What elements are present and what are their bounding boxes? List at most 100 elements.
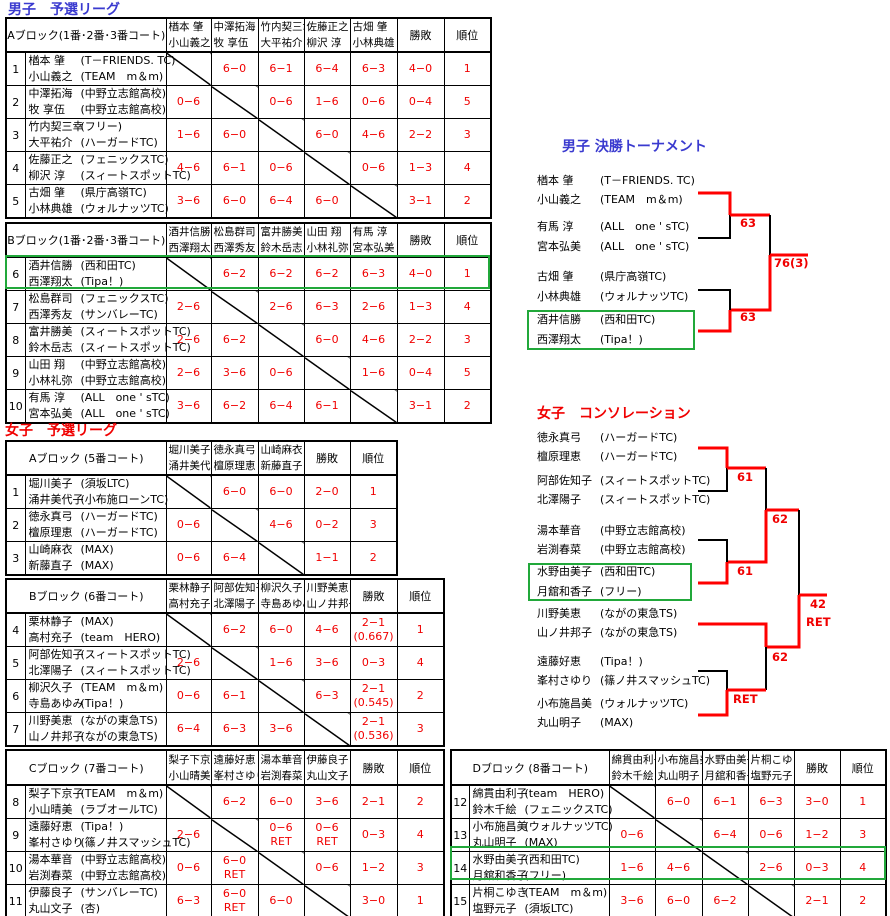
block-title: Aブロック(1番･2番･3番コート) xyxy=(5,17,167,53)
player-name: 堀川美子 xyxy=(28,477,73,490)
score: 1−6 xyxy=(269,656,293,669)
player-name: 鈴木千絵 xyxy=(472,803,517,816)
opponent-header: 中澤拓海牧 享伍 xyxy=(210,17,259,53)
club-name: (フェニックスTC) xyxy=(80,292,169,305)
player-name: 徳永真弓 xyxy=(537,431,581,444)
win-loss-cell: 4−0 xyxy=(396,51,445,86)
opponent-name: 西澤秀友 xyxy=(213,242,256,254)
player-line: 小山義之(TEAM m＆m) xyxy=(29,69,166,85)
opponent-name: 牧 享伍 xyxy=(213,37,249,49)
score: 6−0 xyxy=(315,194,339,207)
score: 6−0 xyxy=(222,62,247,75)
bracket-line xyxy=(698,215,731,239)
win-ratio: (0.536) xyxy=(353,729,394,742)
score: 6−0 xyxy=(222,194,247,207)
score: 6−2 xyxy=(222,795,247,808)
highlight-box-women-tournament xyxy=(528,563,692,601)
bracket-line xyxy=(698,446,729,468)
bracket-line xyxy=(730,255,772,312)
score: 0−6 xyxy=(361,95,386,108)
score-cell: 2−6 xyxy=(165,290,212,324)
women-tournament-title: 女子 コンソレーション xyxy=(537,406,691,422)
bracket-entry: 月舘和香子(フリー) xyxy=(537,585,642,599)
player-name: 小山晴美 xyxy=(28,803,73,816)
club-name: (Tipa！) xyxy=(80,697,124,710)
player-line: 栗林静子(MAX) xyxy=(29,614,166,630)
rank-header: 順位 xyxy=(396,749,445,786)
player-name: 湯本華音 xyxy=(537,524,581,537)
score: 1−6 xyxy=(315,95,339,108)
score: 6−4 xyxy=(713,828,737,841)
club-name: (スィートスポットTC) xyxy=(80,664,191,677)
player-line: 西澤翔太(Tipa！) xyxy=(29,274,166,290)
player-name: 楢本 肇 xyxy=(28,54,66,67)
pair-names: 佐藤正之(フェニックスTC)柳沢 淳(スィートスポットTC) xyxy=(24,151,191,185)
player-line: 有馬 淳(ALL one ' sTC) xyxy=(29,390,170,406)
club-name: (県庁高嶺TC) xyxy=(80,186,147,199)
score: 6−3 xyxy=(315,300,339,313)
pair-names: 遠藤好恵(Tipa！)峯村さゆり(篠ノ井スマッシュTC) xyxy=(24,818,191,852)
club-name: (ALL one ' sTC) xyxy=(600,240,690,253)
bracket-entry: 酒井信勝(西和田TC) xyxy=(537,313,655,327)
opponent-name: 堀川美子 xyxy=(168,444,211,456)
rank-cell: 3 xyxy=(396,851,445,885)
win-loss-cell: 1−2 xyxy=(349,851,398,885)
player-name: 松島群司 xyxy=(28,292,73,305)
score-cell: 6−3 xyxy=(303,290,351,324)
rank-cell: 3 xyxy=(443,323,492,357)
rank-cell: 1 xyxy=(396,884,445,916)
row-number: 11 xyxy=(5,884,26,916)
win-loss: 1−2 xyxy=(361,861,386,874)
club-name: (TEAM m＆m) xyxy=(600,193,683,206)
score-note: RET xyxy=(270,835,292,848)
win-ratio: (0.667) xyxy=(353,630,394,643)
player-line: 綿貫由利子(team HERO) xyxy=(473,786,609,802)
pair-names: 山崎麻衣(MAX)新藤直子(MAX) xyxy=(24,541,167,576)
player-name: 宮本弘美 xyxy=(537,240,581,253)
club-name: (TEAM m＆m) xyxy=(80,787,164,800)
player-name: 伊藤良子 xyxy=(28,886,73,899)
diagonal-cell xyxy=(257,851,305,885)
club-name: (ウォルナッツTC) xyxy=(524,820,613,833)
pair-names: 川野美恵(ながの東急TS)山ノ井邦子(ながの東急TS) xyxy=(24,712,167,747)
player-name: 寺島あゆみ xyxy=(28,697,84,710)
score-cell: 6−0 xyxy=(257,474,305,509)
opponent-name: 山ノ井邦子 xyxy=(306,598,350,610)
player-name: 月舘和香子 xyxy=(537,585,592,598)
diagonal-cell xyxy=(303,884,351,916)
score: 4−6 xyxy=(361,128,386,141)
bracket-entry: 峯村さゆり(篠ノ井スマッシュTC) xyxy=(537,674,710,688)
score-cell: 6−0 xyxy=(303,184,351,219)
opponent-name: 新藤直子 xyxy=(260,460,303,472)
score-cell: 6−3 xyxy=(165,884,212,916)
diagonal-cell xyxy=(257,679,305,713)
player-name: 塩野元子 xyxy=(472,902,517,915)
club-name: (Tipa！) xyxy=(80,820,124,833)
win-loss: 0−2 xyxy=(315,518,339,531)
player-line: 鈴木千絵(フェニックスTC) xyxy=(472,802,613,818)
women-r1b-score: 61 xyxy=(737,564,754,578)
bracket-entry: 北澤陽子(スィートスポットTC) xyxy=(537,493,710,507)
player-name: 富井勝美 xyxy=(28,325,73,338)
opponent-header: 徳永真弓檀原理恵 xyxy=(210,440,259,476)
bracket-line xyxy=(698,289,731,310)
score: 4−6 xyxy=(176,161,201,174)
win-loss: 0−3 xyxy=(361,656,386,669)
score: 6−2 xyxy=(222,623,247,636)
score: 6−0 xyxy=(315,333,339,346)
score-cell: 4−6 xyxy=(303,612,351,647)
player-name: 阿部佐知子 xyxy=(28,648,84,661)
score: 3−6 xyxy=(269,722,293,735)
win-loss-cell: 2−0 xyxy=(303,474,351,509)
club-name: (フェニックスTC) xyxy=(80,153,169,166)
player-name: 涌井美代子 xyxy=(28,493,84,506)
score-cell: 6−2 xyxy=(257,256,305,291)
bracket-line xyxy=(698,191,732,215)
club-name: (ながの東急TS) xyxy=(600,626,678,639)
score: 6−0 xyxy=(269,894,293,907)
club-name: (中野立志館高校) xyxy=(600,524,686,537)
